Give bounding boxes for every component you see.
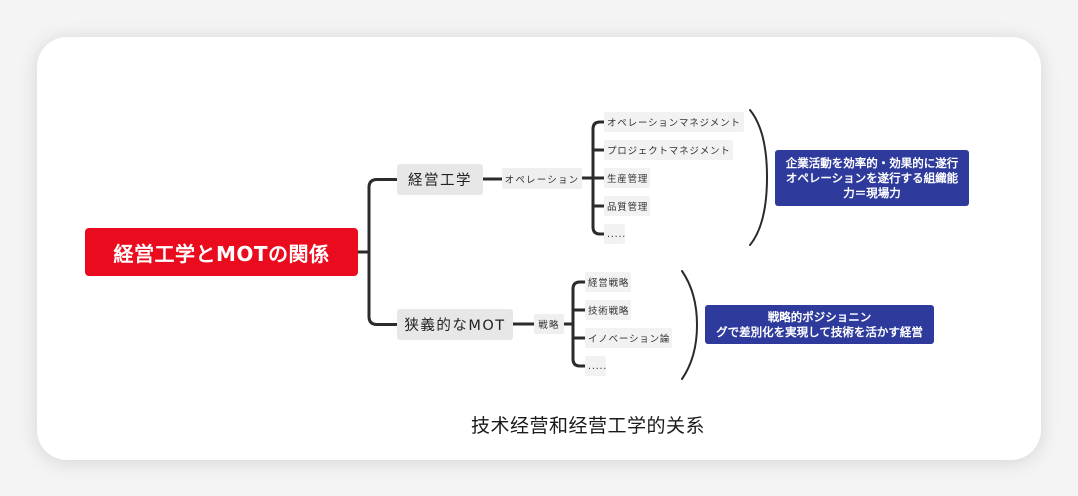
connector-root-trunk bbox=[367, 178, 399, 326]
summary-line: グで差別化を実現して技術を活かす経営 bbox=[716, 324, 923, 339]
leaf-node-quality-control: 品質管理 bbox=[604, 196, 650, 216]
connector-strategy-spine bbox=[571, 280, 587, 368]
connector-operations-spine bbox=[591, 120, 606, 236]
summary-line: オペレーションを遂行する組織能 bbox=[785, 170, 959, 185]
branch-node-management-engineering: 経営工学 bbox=[397, 164, 483, 195]
summary-line: 戦略的ポジショニン bbox=[767, 309, 872, 324]
figure-caption: 技术经营和经营工学的关系 bbox=[470, 415, 705, 437]
summary-line: 企業活動を効率的・効果的に遂行 bbox=[785, 155, 959, 170]
sub-node-operations: オペレーション bbox=[502, 168, 582, 189]
leaf-node-business-strategy: 経営戦略 bbox=[585, 272, 631, 292]
leaf-node-innovation-theory: イノベーション論 bbox=[585, 328, 672, 348]
summary-box-strategy: 戦略的ポジショニン グで差別化を実現して技術を活かす経営 bbox=[705, 305, 934, 344]
summary-box-operations: 企業活動を効率的・効果的に遂行 オペレーションを遂行する組織能 力＝現場力 bbox=[775, 150, 969, 206]
root-node: 経営工学とMOTの関係 bbox=[85, 228, 358, 276]
leaf-node-production-control: 生産管理 bbox=[604, 168, 650, 188]
branch-node-narrow-mot: 狭義的なMOT bbox=[397, 309, 513, 340]
leaf-node-more-operations: ..... bbox=[604, 224, 625, 244]
leaf-node-technology-strategy: 技術戦略 bbox=[585, 300, 631, 320]
diagram-card: 経営工学とMOTの関係 経営工学 狭義的なMOT オペレーション 戦略 オペレー… bbox=[37, 37, 1041, 460]
summary-line: 力＝現場力 bbox=[843, 185, 901, 200]
bracket-strategy bbox=[681, 270, 698, 380]
bracket-operations bbox=[749, 109, 768, 246]
sub-node-strategy: 戦略 bbox=[534, 314, 564, 334]
leaf-node-project-management: プロジェクトマネジメント bbox=[604, 140, 733, 160]
leaf-node-operations-management: オペレーションマネジメント bbox=[604, 112, 744, 132]
leaf-node-more-strategy: ..... bbox=[585, 356, 606, 376]
